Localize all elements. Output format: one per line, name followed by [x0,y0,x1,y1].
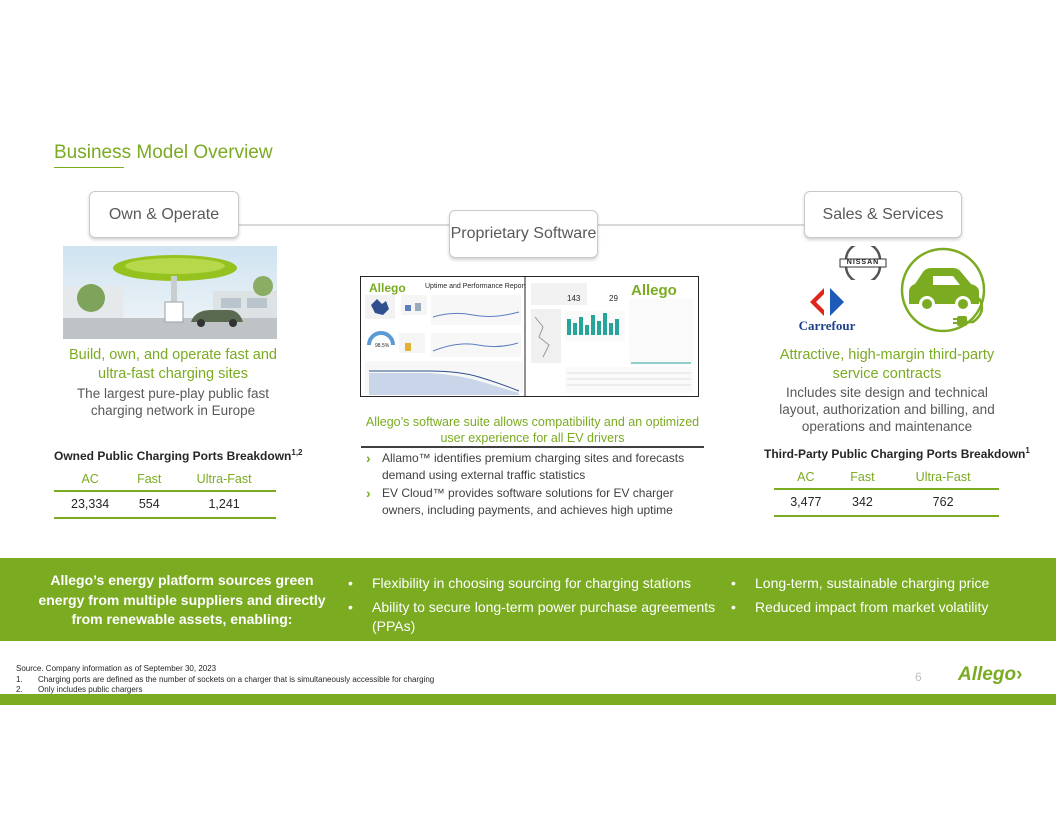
footnote-source: Source. Company information as of Septem… [16,664,217,673]
chevron-right-icon: › [366,450,371,466]
energy-band-middle-list: •Flexibility in choosing sourcing for ch… [348,574,718,641]
owned-value-ultrafast: 1,241 [172,491,276,519]
software-divider [361,446,704,448]
bottom-accent-bar [0,694,1056,705]
energy-band-lead: Allego’s energy platform sources green e… [38,572,326,627]
owned-header-fast: Fast [126,466,173,492]
owned-table-title: Owned Public Charging Ports Breakdown1,2 [54,448,303,463]
footnote-1: 1.Charging ports are defined as the numb… [16,674,435,684]
energy-bullet-ppas: •Ability to secure long-term power purch… [348,599,716,634]
third-party-table-title: Third-Party Public Charging Ports Breakd… [764,446,1030,461]
third-party-header-ac: AC [774,464,838,490]
page-number: 6 [915,670,922,684]
energy-bullet-flexibility: •Flexibility in choosing sourcing for ch… [348,575,692,591]
owned-header-ac: AC [54,466,127,492]
owned-value-fast: 554 [126,491,173,519]
dashboard-report-title: Uptime and Performance Report [425,283,526,290]
own-body: The largest pure-play public fast chargi… [76,386,270,418]
third-party-value-ultrafast: 762 [887,489,999,517]
third-party-header-fast: Fast [837,464,888,490]
footnotes: Source. Company information as of Septem… [16,664,434,696]
third-party-ports-table: AC Fast Ultra-Fast 3,477 342 762 [774,464,999,517]
dashboard-brand-right: Allego [631,282,677,299]
sales-headline: Attractive, high-margin third-party serv… [779,347,995,382]
owned-value-ac: 23,334 [54,491,127,519]
software-dashboard-screenshot: Allego Uptime and Performance Report 143… [360,276,699,397]
energy-bullet-price: •Long-term, sustainable charging price [731,575,990,591]
third-party-value-ac: 3,477 [774,489,838,517]
energy-platform-band [0,558,1056,641]
dashboard-kpi-2: 29 [609,294,618,303]
third-party-value-fast: 342 [837,489,888,517]
software-caption: Allego’s software suite allows compatibi… [365,415,700,445]
nissan-logo: NISSAN [838,241,888,285]
page-title: Business Model Overview [54,142,273,163]
owned-header-ultrafast: Ultra-Fast [172,466,276,492]
charging-station-photo [63,246,277,339]
sales-body: Includes site design and technical layou… [779,385,995,434]
software-bullet-allamo: › Allamo™ identifies premium charging si… [366,450,685,482]
energy-bullet-volatility: •Reduced impact from market volatility [731,599,989,615]
owned-ports-table: AC Fast Ultra-Fast 23,334 554 1,241 [54,466,276,519]
own-headline: Build, own, and operate fast and ultra-f… [69,347,277,382]
third-party-header-ultrafast: Ultra-Fast [887,464,999,490]
pill-proprietary-software: Proprietary Software [449,210,598,258]
chevron-right-icon: › [366,485,371,501]
dashboard-brand-left: Allego [369,281,406,295]
pill-sales-services: Sales & Services [804,191,962,238]
allego-logo: Allego› [958,664,1023,685]
dashboard-gauge-value: 98.5% [375,343,390,349]
carrefour-logo: Carrefour [796,284,858,336]
dashboard-kpi-1: 143 [567,294,581,303]
footnote-2: 2.Only includes public chargers [16,685,143,694]
pill-own-operate: Own & Operate [89,191,239,238]
title-underline [54,167,124,168]
software-bullet-evcloud: › EV Cloud™ provides software solutions … [366,485,674,517]
energy-band-right-list: •Long-term, sustainable charging price •… [731,574,1041,622]
electric-car-icon [893,246,993,336]
